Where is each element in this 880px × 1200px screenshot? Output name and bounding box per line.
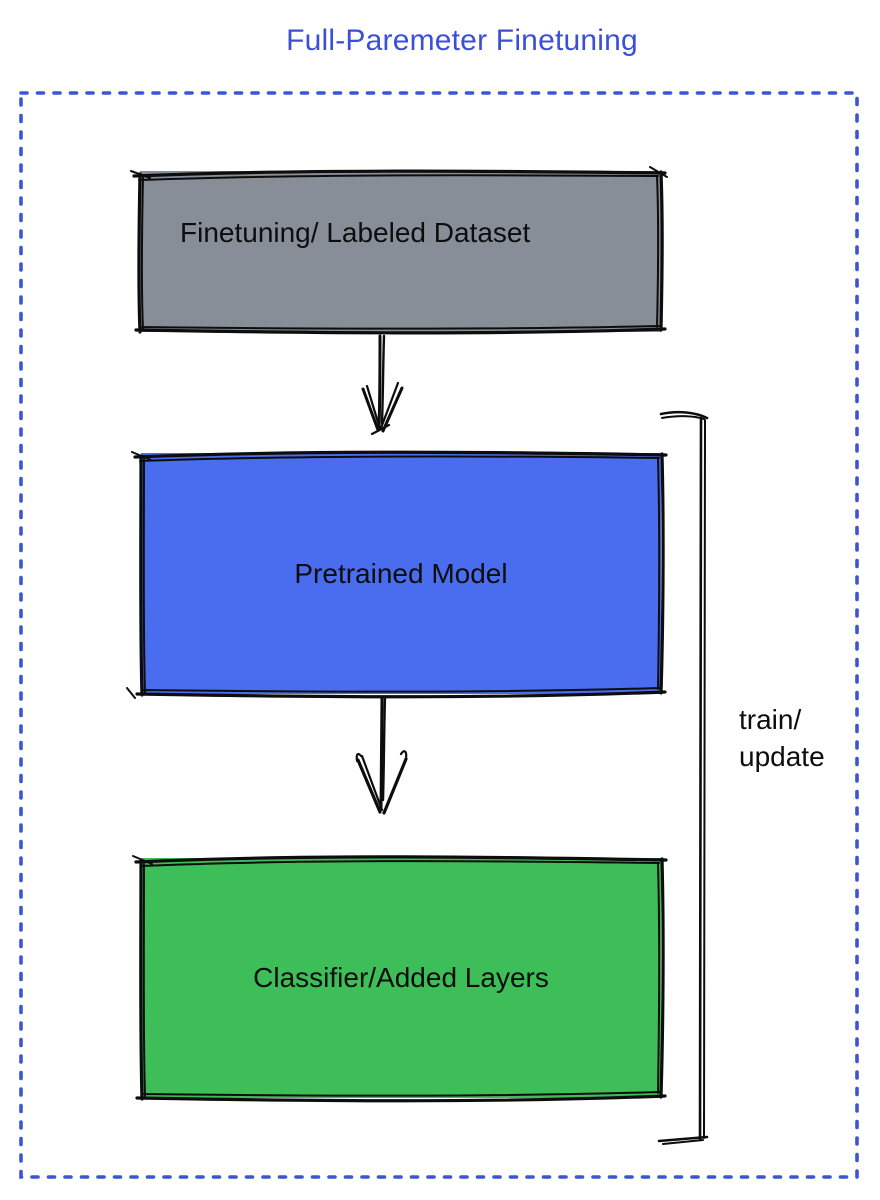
classifier-box-label: Classifier/Added Layers <box>253 962 549 993</box>
train-update-bracket <box>657 410 709 1145</box>
classifier-box: Classifier/Added Layers <box>141 858 661 1098</box>
train-update-label: train/ update <box>739 701 825 775</box>
down-arrow-dataset-to-pretrained <box>361 334 404 436</box>
down-arrow-pretrained-to-classifier <box>355 695 408 815</box>
dataset-box: Finetuning/ Labeled Dataset <box>140 171 661 332</box>
diagram-title: Full-Paremeter Finetuning <box>286 24 638 57</box>
pretrained-model-box: Pretrained Model <box>141 453 661 694</box>
train-update-label-line2: update <box>739 741 825 772</box>
dataset-box-label: Finetuning/ Labeled Dataset <box>180 217 531 248</box>
pretrained-model-box-label: Pretrained Model <box>294 557 508 589</box>
train-update-label-line1: train/ <box>739 704 802 735</box>
